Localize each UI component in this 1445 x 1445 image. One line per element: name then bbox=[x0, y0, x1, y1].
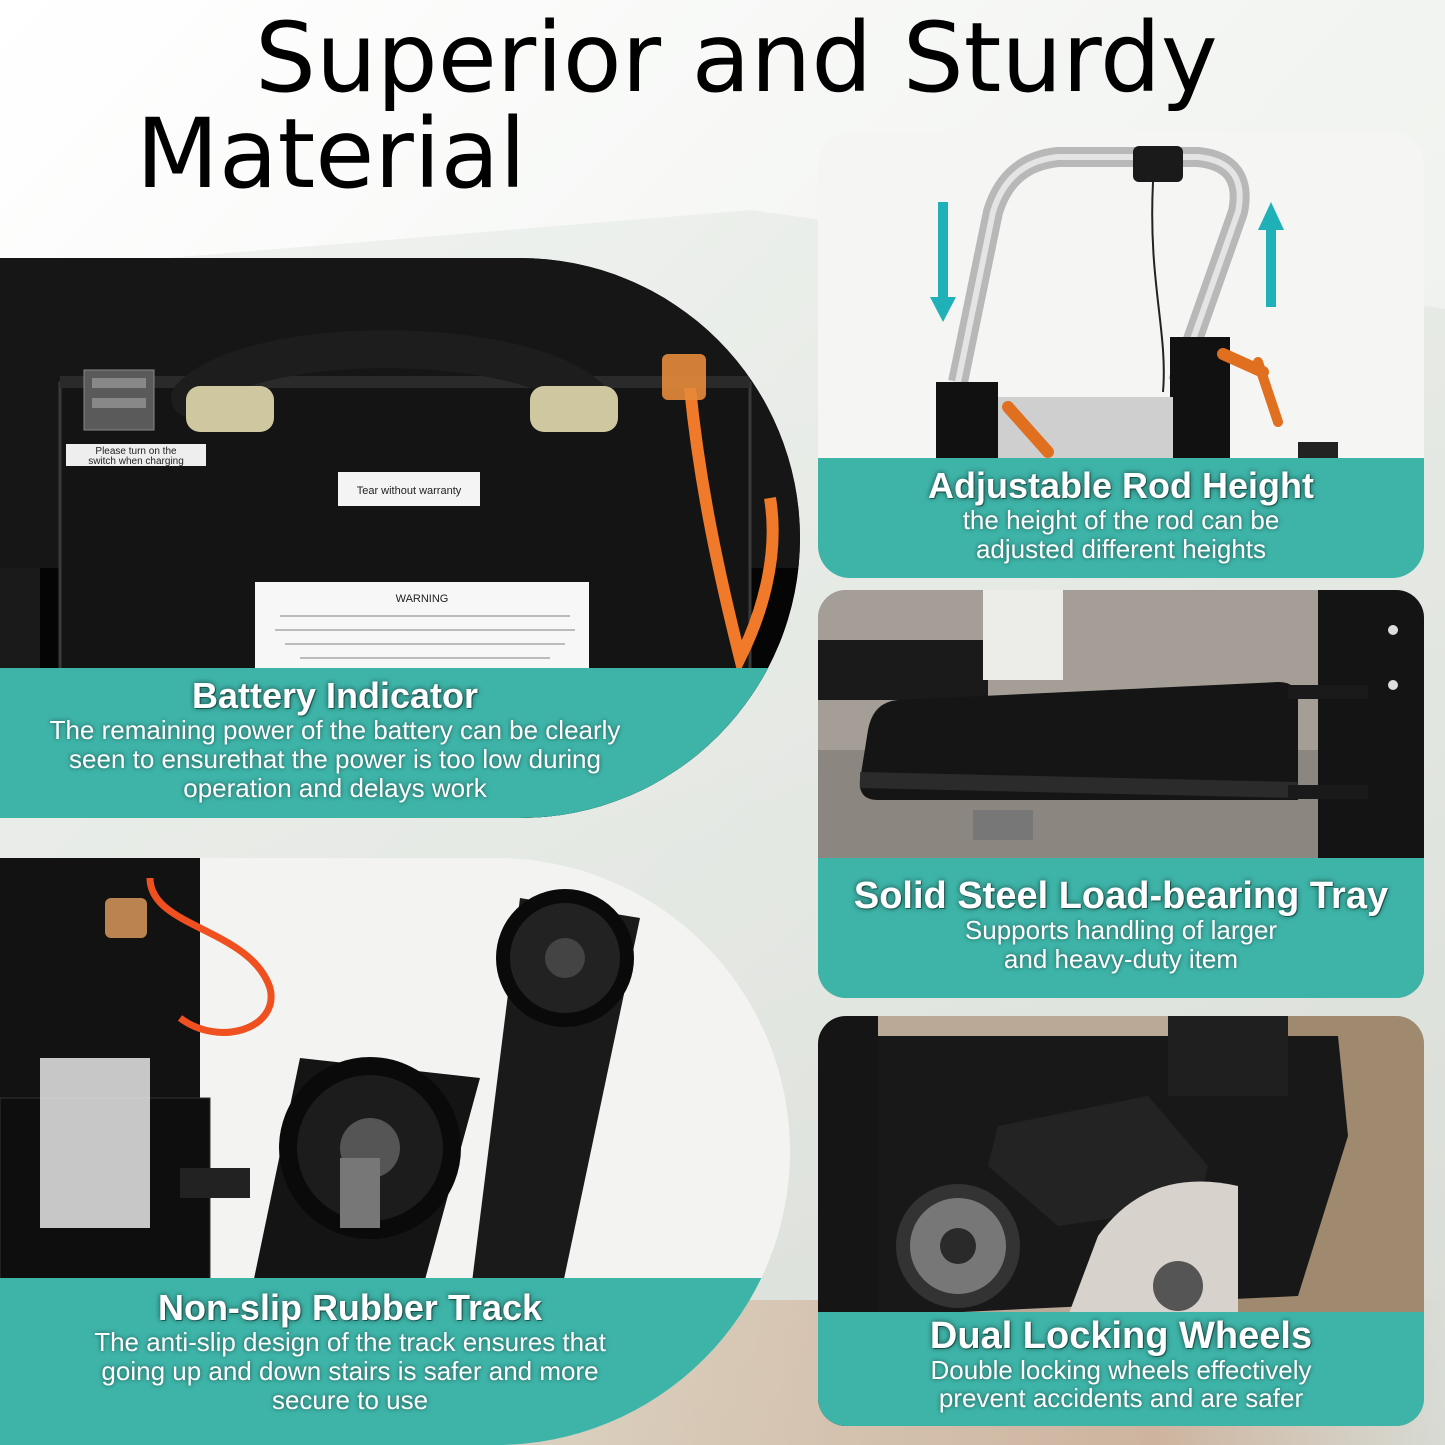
track-description-line-3: secure to use bbox=[271, 1385, 429, 1415]
headline: Superior and Sturdy Material bbox=[0, 0, 1445, 210]
charging-cable-icon bbox=[684, 387, 779, 676]
adjustable-rod-panel: Adjustable Rod Height the height of the … bbox=[818, 132, 1424, 578]
load-bearing-tray-panel: Solid Steel Load-bearing Tray Supports h… bbox=[818, 590, 1424, 998]
battery-description-line-1: The remaining power of the battery can b… bbox=[49, 715, 621, 745]
switch-note-line-2: switch when charging bbox=[88, 456, 184, 467]
track-caption: Non-slip Rubber Track The anti-slip desi… bbox=[0, 1278, 790, 1445]
headline-line-2: Material bbox=[136, 98, 526, 210]
battery-description-line-2: seen to ensurethat the power is too low … bbox=[69, 744, 601, 774]
headline-line-1: Superior and Sturdy bbox=[255, 2, 1218, 114]
tray-description-line-1: Supports handling of larger bbox=[964, 915, 1278, 945]
tray-photo bbox=[818, 590, 1424, 998]
carry-handle-icon bbox=[171, 330, 609, 417]
switch-note-line-1: Please turn on the bbox=[95, 446, 177, 457]
warning-label: WARNING bbox=[396, 593, 449, 605]
upper-track-wheel-icon bbox=[470, 889, 640, 1298]
rubber-track-panel: Non-slip Rubber Track The anti-slip desi… bbox=[0, 858, 790, 1445]
wheels-description-line-1: Double locking wheels effectively bbox=[930, 1355, 1312, 1385]
lower-track-wheel-icon bbox=[250, 1057, 480, 1298]
wheels-caption: Dual Locking Wheels Double locking wheel… bbox=[818, 1312, 1424, 1426]
tray-title: Solid Steel Load-bearing Tray bbox=[853, 875, 1389, 917]
arrow-up-icon bbox=[1258, 202, 1284, 307]
tray-description-line-2: and heavy-duty item bbox=[1003, 944, 1239, 974]
wheels-description-line-2: prevent accidents and are safer bbox=[938, 1383, 1304, 1413]
battery-title: Battery Indicator bbox=[191, 675, 479, 716]
arrow-down-icon bbox=[930, 202, 956, 322]
track-description-line-1: The anti-slip design of the track ensure… bbox=[94, 1327, 606, 1357]
track-title: Non-slip Rubber Track bbox=[157, 1287, 543, 1328]
cable-icon bbox=[146, 877, 275, 1036]
track-description-line-2: going up and down stairs is safer and mo… bbox=[101, 1356, 599, 1386]
rod-caption: Adjustable Rod Height the height of the … bbox=[818, 458, 1424, 578]
rod-title: Adjustable Rod Height bbox=[928, 465, 1314, 506]
warranty-sticker: Tear without warranty bbox=[357, 485, 462, 497]
battery-caption: Battery Indicator The remaining power of… bbox=[0, 668, 800, 818]
tray-icon bbox=[859, 682, 1298, 800]
locking-wheels-panel: Dual Locking Wheels Double locking wheel… bbox=[818, 1016, 1424, 1426]
wheels-title: Dual Locking Wheels bbox=[929, 1315, 1313, 1357]
rod-description-line-1: the height of the rod can be bbox=[962, 505, 1280, 535]
tray-caption: Solid Steel Load-bearing Tray Supports h… bbox=[818, 858, 1424, 998]
rod-description-line-2: adjusted different heights bbox=[975, 534, 1267, 564]
battery-description-line-3: operation and delays work bbox=[183, 773, 487, 803]
battery-indicator-panel: Please turn on the switch when charging … bbox=[0, 258, 800, 818]
